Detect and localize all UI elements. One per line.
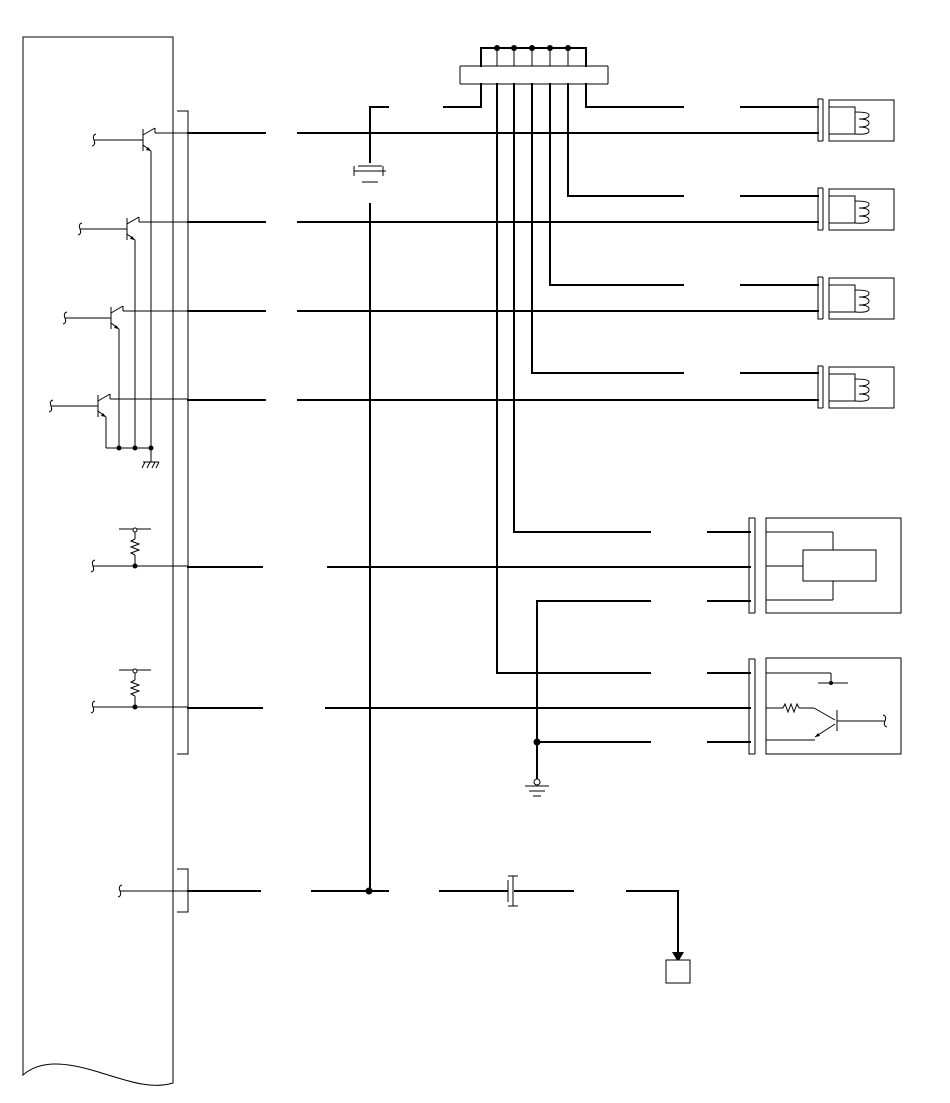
sensor-a (748, 517, 902, 614)
sensor-b (748, 657, 902, 755)
module-connector-main (177, 110, 189, 755)
coil-2 (817, 187, 895, 231)
coil-3 (817, 276, 895, 320)
inline-connector-2 (507, 875, 518, 907)
module-ground-icon (141, 461, 160, 469)
splice-branches (443, 83, 819, 674)
ground-icon (525, 778, 549, 797)
pull-up-resistor-1 (90, 527, 188, 573)
driver-transistor-2 (77, 216, 188, 241)
driver-transistor-4 (48, 393, 188, 418)
coil-4 (817, 365, 895, 409)
pull-up-resistor-2 (90, 668, 188, 714)
coil-1 (817, 98, 895, 142)
emitter-common (105, 151, 154, 462)
inline-connector-1 (353, 165, 386, 183)
driver-transistor-3 (62, 305, 188, 330)
wire-output (439, 890, 684, 962)
control-module (22, 36, 174, 1086)
wire-power-feed (187, 106, 389, 895)
splice-connector (459, 45, 609, 85)
module-power-input (117, 884, 188, 898)
driver-transistor-1 (91, 127, 188, 152)
destination-box (665, 959, 691, 984)
wire-ground (533, 600, 751, 782)
